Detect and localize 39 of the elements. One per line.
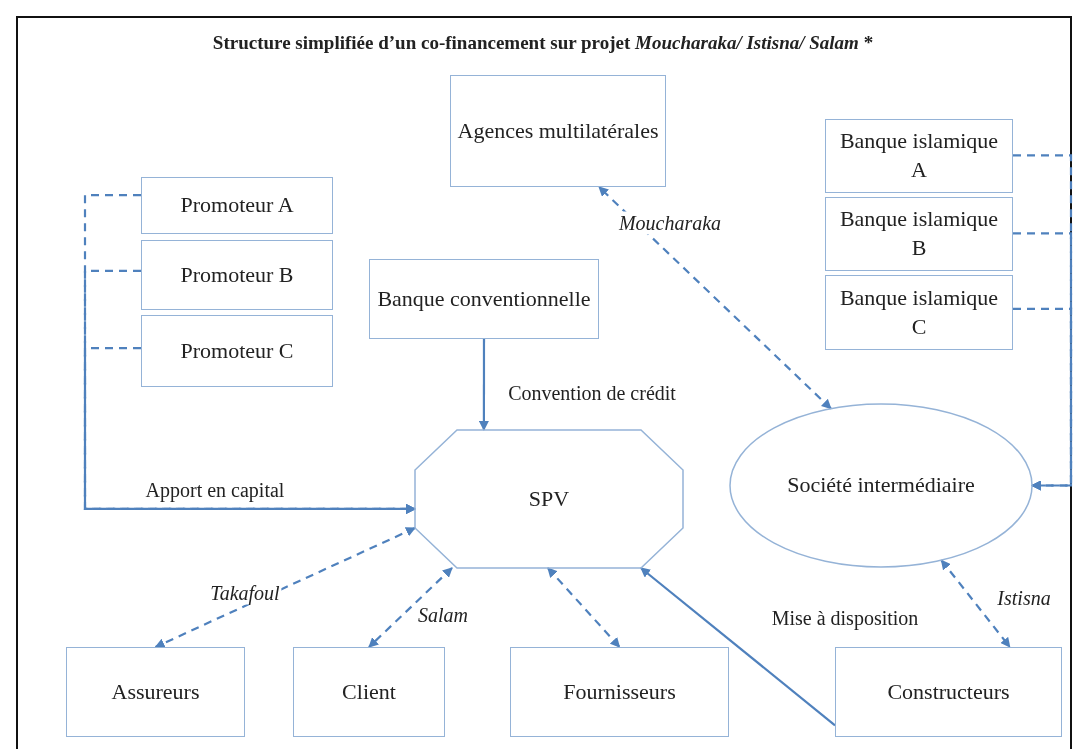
node-label: Agences multilatérales <box>456 116 660 145</box>
node-label: Promoteur A <box>179 191 295 220</box>
connector-arrow <box>478 339 489 431</box>
connector-arrow <box>598 186 832 410</box>
connector-arrow <box>640 567 836 727</box>
connector-arrow <box>1013 307 1073 491</box>
diagram-title: Structure simplifiée d’un co-financement sur projet Moucharaka/ Istisna/ Salam* <box>211 32 875 54</box>
process-box <box>825 197 1013 271</box>
process-box <box>369 259 599 339</box>
process-box <box>825 119 1013 193</box>
node-label: Promoteur B <box>179 260 295 289</box>
node-label: Banque islamique C <box>838 283 1000 341</box>
process-box <box>825 275 1013 350</box>
connector-arrow <box>368 567 453 648</box>
edge-label: Moucharaka <box>616 211 724 235</box>
node-label: Fournisseurs <box>562 677 677 706</box>
node-label: Banque islamique A <box>838 127 1000 184</box>
node-label: SPV <box>527 484 571 513</box>
process-box <box>141 177 333 234</box>
process-box <box>510 647 729 737</box>
connector-arrow <box>547 567 621 648</box>
connector-arrow <box>83 347 416 514</box>
node-label: Assureurs <box>110 677 201 706</box>
process-box <box>835 647 1062 737</box>
connector-arrow <box>154 527 416 648</box>
process-box <box>66 647 245 737</box>
process-box <box>450 75 666 187</box>
octagon-node <box>415 430 683 568</box>
node-label: Constructeurs <box>886 677 1011 706</box>
node-label: Société intermédiaire <box>786 471 976 500</box>
node-label: Banque conventionnelle <box>376 284 592 313</box>
ellipse-node <box>730 404 1032 567</box>
process-box <box>141 240 333 310</box>
process-box <box>141 315 333 387</box>
node-label: Promoteur C <box>179 336 295 365</box>
node-label: Client <box>341 677 397 706</box>
connector-arrow <box>940 559 1011 648</box>
node-label: Banque islamique B <box>838 205 1000 262</box>
process-box <box>293 647 445 737</box>
